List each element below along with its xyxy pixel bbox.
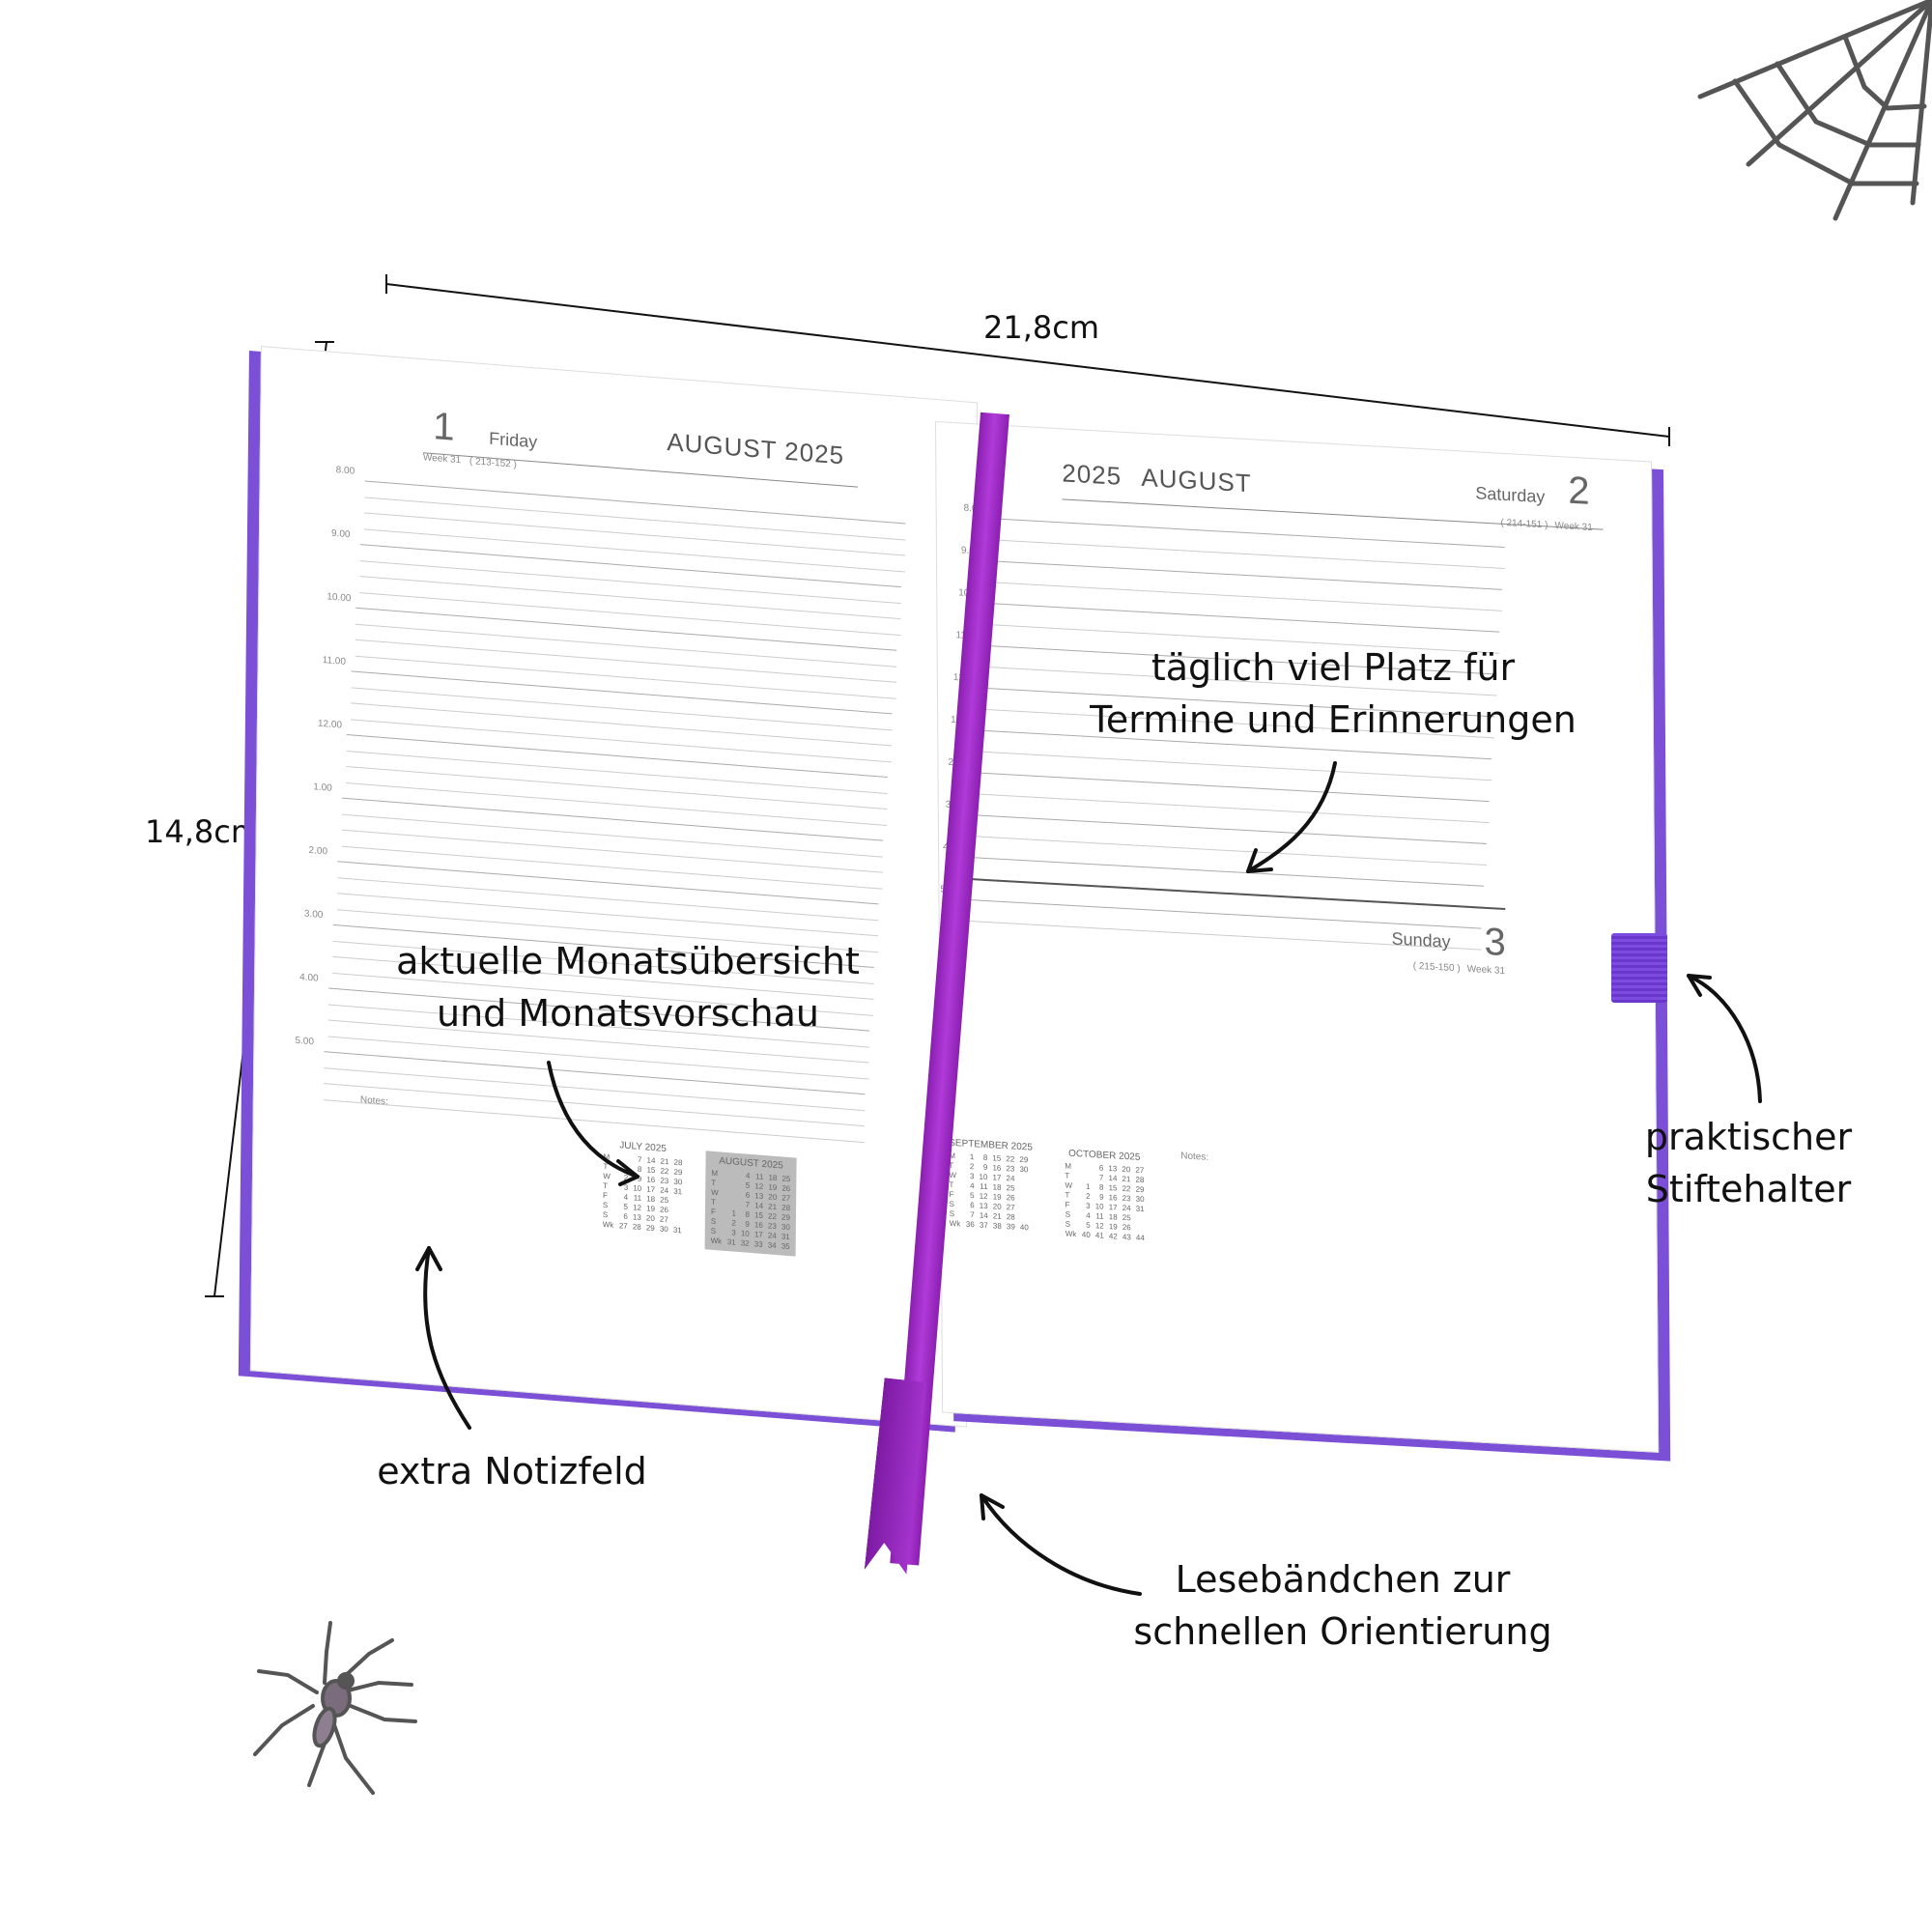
- annotation-pen-holder-line1: praktischer: [1644, 1116, 1853, 1158]
- arrow-pen-holder-icon: [1687, 974, 1762, 1103]
- annotation-daily-space-line2: Termine und Erinnerungen: [1090, 698, 1577, 741]
- annotation-ribbon-line1: Lesebändchen zur: [1175, 1558, 1511, 1601]
- annotation-pen-holder-line2: Stiftehalter: [1645, 1168, 1852, 1210]
- annotation-ribbon-line2: schnellen Orientierung: [1133, 1610, 1552, 1653]
- annotation-daily-space: täglich viel Platz für Termine und Erinn…: [1063, 641, 1604, 746]
- pen-holder-loop: [1611, 933, 1667, 1003]
- spider-web-icon: [1697, 0, 1932, 221]
- arrow-daily-space-icon: [1246, 761, 1337, 873]
- spider-icon: [253, 1621, 417, 1795]
- width-label: 21,8cm: [983, 309, 1100, 346]
- arrow-notes-field-icon: [415, 1246, 471, 1430]
- annotation-notes-field: extra Notizfeld: [377, 1450, 647, 1492]
- annotation-pen-holder: praktischer Stiftehalter: [1623, 1111, 1874, 1215]
- annotation-daily-space-line1: täglich viel Platz für: [1151, 646, 1516, 689]
- annotation-month-overview: aktuelle Monatsübersicht und Monatsvorsc…: [386, 935, 869, 1039]
- arrow-ribbon-icon: [980, 1493, 1142, 1596]
- annotation-month-overview-line2: und Monatsvorschau: [437, 992, 819, 1035]
- height-label: 14,8cm: [145, 813, 262, 850]
- annotation-ribbon: Lesebändchen zur schnellen Orientierung: [1101, 1553, 1584, 1658]
- arrow-month-overview-icon: [547, 1061, 639, 1186]
- annotation-month-overview-line1: aktuelle Monatsübersicht: [396, 940, 860, 982]
